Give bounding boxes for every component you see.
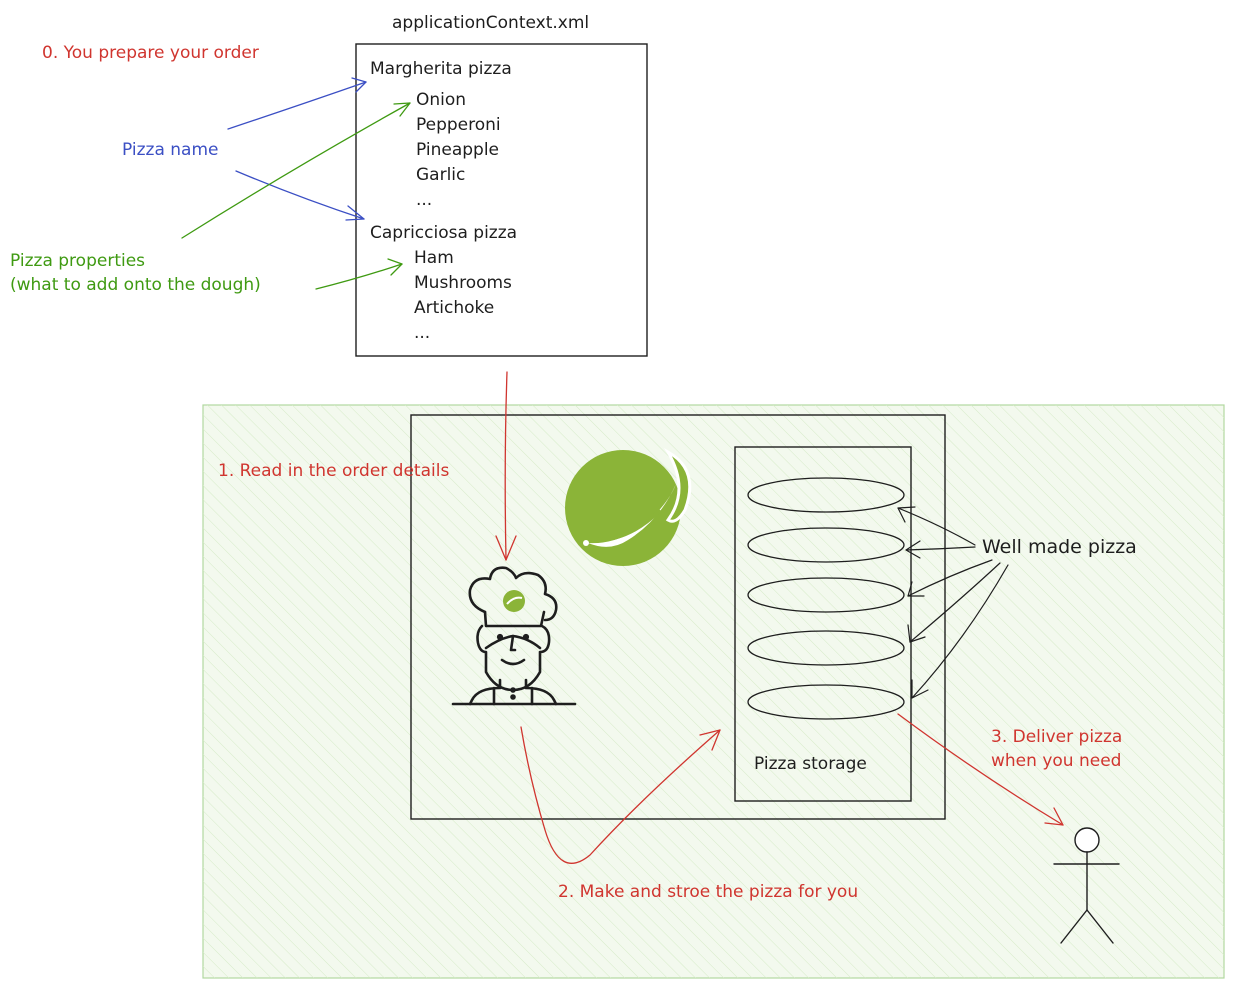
pizza-name-arrows (227, 77, 367, 221)
step-1-arrow (495, 371, 517, 561)
property-pepperoni: Pepperoni (416, 115, 501, 135)
step-2-arrow (520, 726, 721, 864)
pizza-ellipse-2 (747, 527, 905, 563)
step-1-label: 1. Read in the order details (218, 461, 449, 481)
well-made-pizza-label: Well made pizza (982, 536, 1137, 558)
property-garlic: Garlic (416, 165, 465, 185)
step-0-label: 0. You prepare your order (42, 43, 259, 63)
spring-logo-icon (565, 447, 692, 566)
property-artichoke: Artichoke (414, 298, 494, 318)
pizza-name-label: Pizza name (122, 140, 218, 160)
pizza-properties-arrows (181, 102, 411, 290)
property-onion: Onion (416, 90, 466, 110)
property-pineapple: Pineapple (416, 140, 499, 160)
step-2-label: 2. Make and stroe the pizza for you (558, 882, 858, 902)
stick-figure-icon (1053, 827, 1120, 944)
pizza-properties-sublabel: (what to add onto the dough) (10, 275, 261, 295)
pizza-ellipse-1 (747, 477, 905, 513)
pizza-properties-label: Pizza properties (10, 251, 145, 271)
pizza-ellipse-4 (747, 630, 905, 666)
step-3-arrow (897, 713, 1064, 826)
chef-icon (451, 566, 577, 706)
pizza-name-margherita: Margherita pizza (370, 59, 512, 79)
pizza-storage-label: Pizza storage (754, 754, 867, 774)
spring-container (202, 404, 1225, 979)
step-3-label-line1: 3. Deliver pizza (991, 727, 1122, 747)
pizza-ellipse-3 (747, 577, 905, 613)
property-mushrooms: Mushrooms (414, 273, 512, 293)
xml-file-title: applicationContext.xml (392, 13, 589, 33)
pizza-ellipse-5 (747, 684, 905, 720)
pizza-name-capricciosa: Capricciosa pizza (370, 223, 517, 243)
step-3-label-line2: when you need (991, 751, 1121, 771)
xml-document: applicationContext.xml Margherita pizza … (355, 13, 648, 357)
pizza-storage-box: Pizza storage (734, 446, 912, 802)
property-ham: Ham (414, 248, 454, 268)
property-ellipsis: ... (416, 190, 432, 210)
application-context-box (410, 414, 946, 820)
chef-hat-spring-badge-icon (503, 590, 525, 612)
well-made-arrows (897, 506, 1009, 699)
property-ellipsis-2: ... (414, 323, 430, 343)
